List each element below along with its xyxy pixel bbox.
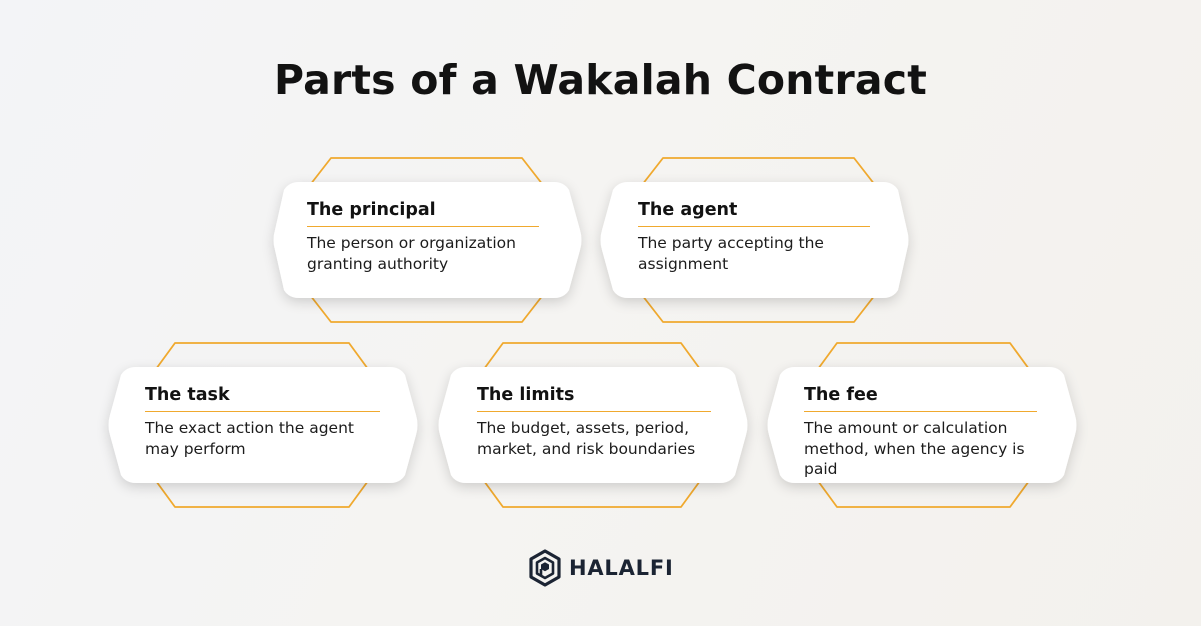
card-fee-shape (767, 342, 1077, 508)
card-heading: The task (145, 385, 380, 412)
card-description: The exact action the agent may perform (145, 419, 354, 458)
card-heading: The agent (638, 200, 870, 227)
card-description: The amount or calculation method, when t… (804, 419, 1025, 478)
card-task: The task The exact action the agent may … (145, 385, 380, 459)
card-limits-body (438, 367, 748, 483)
card-description: The person or organization granting auth… (307, 234, 516, 273)
card-fee-body (767, 367, 1077, 483)
card-principal-shape (273, 157, 582, 323)
card-task-shape (108, 342, 418, 508)
card-heading: The limits (477, 385, 711, 412)
card-description: The budget, assets, period, market, and … (477, 419, 696, 458)
card-principal: The principal The person or organization… (307, 200, 539, 274)
card-fee: The fee The amount or calculation method… (804, 385, 1037, 480)
page-title: Parts of a Wakalah Contract (273, 56, 928, 104)
card-agent-shape (600, 157, 909, 323)
card-description: The party accepting the assignment (638, 234, 824, 273)
card-agent-body (600, 182, 909, 298)
card-heading: The principal (307, 200, 539, 227)
halalfi-logo: HALALFI (528, 548, 674, 588)
card-limits: The limits The budget, assets, period, m… (477, 385, 711, 459)
card-heading: The fee (804, 385, 1037, 412)
card-task-body (108, 367, 418, 483)
card-agent: The agent The party accepting the assign… (638, 200, 870, 274)
card-principal-body (273, 182, 582, 298)
card-limits-shape (438, 342, 748, 508)
logo-text: HALALFI (569, 556, 674, 580)
hexagon-logo-icon (529, 549, 561, 587)
